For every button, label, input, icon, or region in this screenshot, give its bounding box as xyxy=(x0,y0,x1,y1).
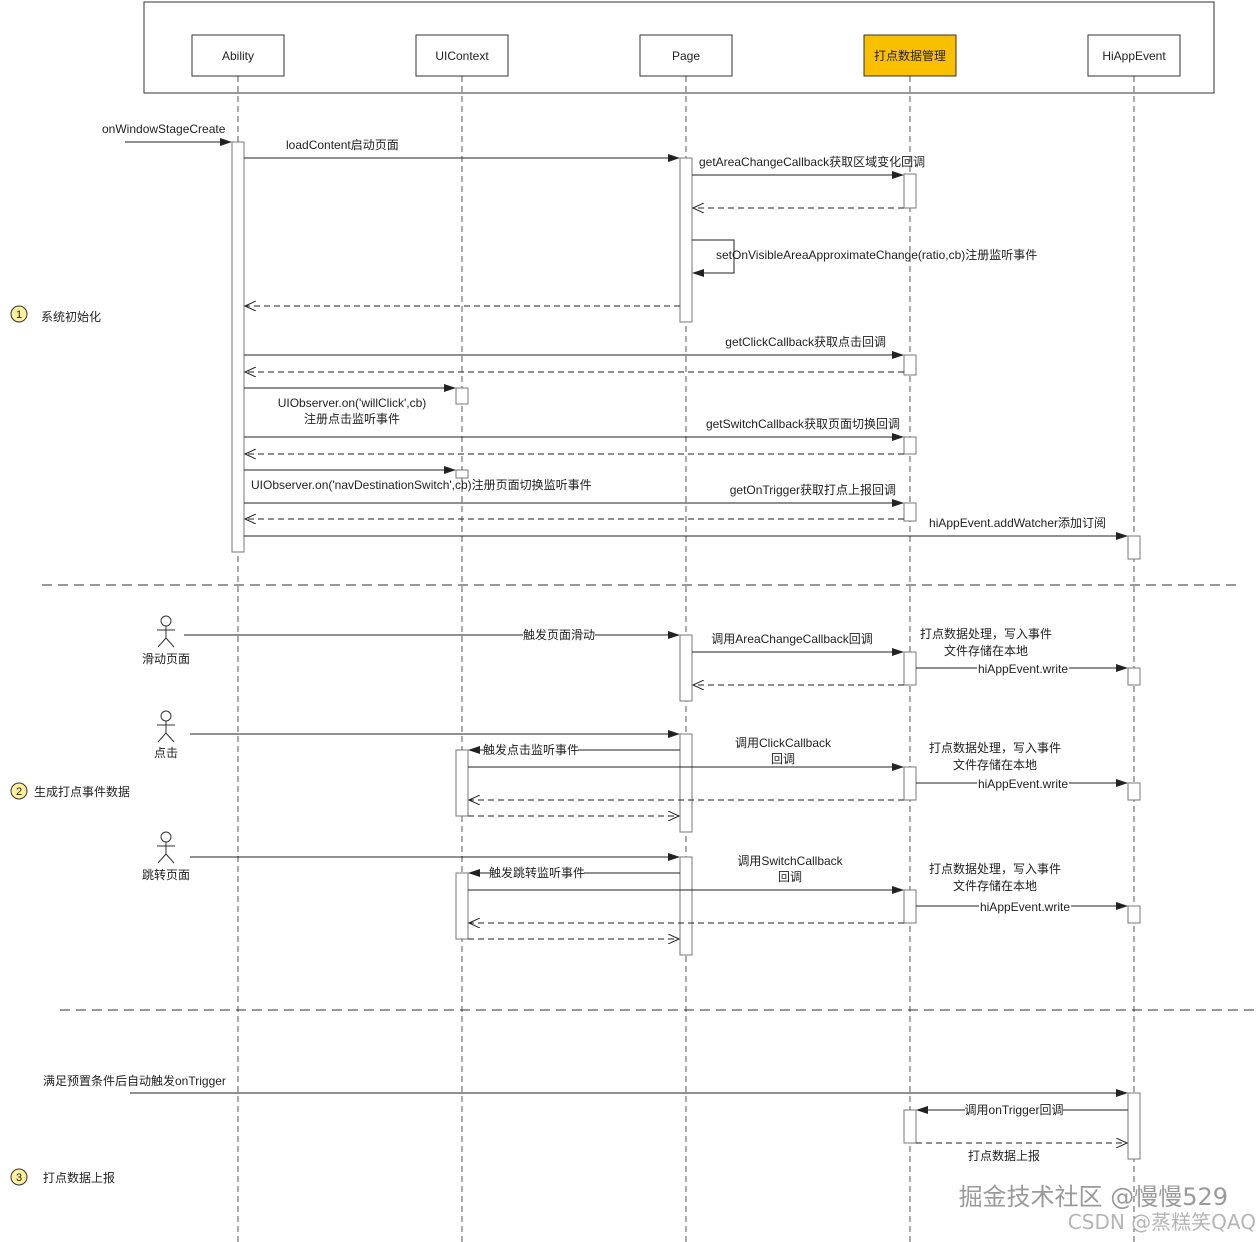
message-label: 回调 xyxy=(778,870,802,884)
phase-1: 1 系统初始化 xyxy=(10,305,101,324)
message-labels: onWindowStageCreate loadContent启动页面 getA… xyxy=(43,122,1106,1163)
activation-uicontext xyxy=(455,749,469,817)
activation-dotmgr xyxy=(903,889,917,924)
message-label: onWindowStageCreate xyxy=(102,122,226,136)
activation-dotmgr xyxy=(903,651,917,686)
svg-text:3: 3 xyxy=(16,1172,22,1184)
participant-label: Ability xyxy=(222,49,254,63)
phase-label: 打点数据上报 xyxy=(43,1170,115,1185)
activation-hiappevent xyxy=(1127,1092,1141,1160)
person-icon xyxy=(160,831,172,843)
message-label: getClickCallback获取点击回调 xyxy=(725,335,886,349)
message-label: 触发跳转监听事件 xyxy=(489,865,585,880)
svg-text:2: 2 xyxy=(16,786,22,798)
activation-hiappevent xyxy=(1127,905,1141,924)
activation-uicontext xyxy=(455,469,469,479)
self-call-arrow xyxy=(692,239,735,277)
phase-2: 2 生成打点事件数据 xyxy=(10,782,130,800)
activation-dotmgr xyxy=(903,354,917,376)
message-label: 文件存储在本地 xyxy=(944,643,1028,658)
phase-label: 系统初始化 xyxy=(41,310,101,324)
participant-label: Page xyxy=(672,49,700,63)
participant-page: Page xyxy=(639,34,733,77)
actor-jump xyxy=(157,831,175,864)
actor-label: 点击 xyxy=(154,746,178,760)
message-label: hiAppEvent.write xyxy=(978,777,1068,791)
activation-page xyxy=(679,733,693,833)
activation-dotmgr xyxy=(903,173,917,209)
participant-label: 打点数据管理 xyxy=(874,48,946,63)
activation-dotmgr xyxy=(903,436,917,455)
actor-label: 跳转页面 xyxy=(142,867,190,882)
messages-init xyxy=(125,138,1128,540)
message-label: UIObserver.on('willClick',cb) xyxy=(278,396,427,410)
message-label: hiAppEvent.addWatcher添加订阅 xyxy=(929,516,1106,530)
activation-page xyxy=(679,157,693,323)
message-label: 注册点击监听事件 xyxy=(304,411,400,426)
activation-uicontext xyxy=(455,872,469,940)
message-label: getOnTrigger获取打点上报回调 xyxy=(730,482,896,497)
message-label: getAreaChangeCallback获取区域变化回调 xyxy=(699,154,925,169)
actor-label: 滑动页面 xyxy=(142,652,190,666)
participant-label: UIContext xyxy=(435,49,489,63)
message-label: setOnVisibleAreaApproximateChange(ratio,… xyxy=(716,247,1037,262)
message-label: 触发点击监听事件 xyxy=(483,742,579,757)
message-label: 打点数据处理，写入事件 xyxy=(929,740,1061,755)
message-label: UIObserver.on('navDestinationSwitch',cb)… xyxy=(251,477,592,492)
person-icon xyxy=(160,710,172,722)
actor-scroll xyxy=(157,615,175,648)
message-label: 打点数据处理，写入事件 xyxy=(920,626,1052,641)
message-label: 调用onTrigger回调 xyxy=(965,1103,1064,1117)
message-label: 文件存储在本地 xyxy=(953,757,1037,772)
activation-page xyxy=(679,856,693,956)
message-label: hiAppEvent.write xyxy=(978,662,1068,676)
activation-dotmgr xyxy=(903,502,917,522)
message-label: 调用SwitchCallback xyxy=(737,854,843,868)
activation-hiappevent xyxy=(1127,535,1141,560)
phase-3: 3 打点数据上报 xyxy=(10,1168,115,1186)
message-label: 文件存储在本地 xyxy=(953,878,1037,893)
message-label: getSwitchCallback获取页面切换回调 xyxy=(706,417,900,431)
activation-hiappevent xyxy=(1127,782,1141,801)
activation-page xyxy=(679,634,693,702)
participant-hiappevent: HiAppEvent xyxy=(1087,34,1181,77)
watermark: CSDN @蒸糕笑QAQ xyxy=(1068,1210,1256,1234)
activation-hiappevent xyxy=(1127,667,1141,686)
message-label: loadContent启动页面 xyxy=(286,138,399,152)
messages-report xyxy=(130,1089,1128,1143)
message-label: 打点数据处理，写入事件 xyxy=(929,861,1061,876)
person-icon xyxy=(160,615,172,627)
message-label: 打点数据上报 xyxy=(968,1148,1040,1163)
message-label: 回调 xyxy=(771,752,795,766)
participant-dotmgr: 打点数据管理 xyxy=(863,34,957,77)
phase-label: 生成打点事件数据 xyxy=(34,784,130,799)
activation-uicontext xyxy=(455,387,469,405)
participant-uicontext: UIContext xyxy=(415,34,509,77)
message-label: 满足预置条件后自动触发onTrigger xyxy=(43,1073,226,1088)
actor-click xyxy=(157,710,175,743)
activation-dotmgr xyxy=(903,766,917,801)
activation-ability xyxy=(231,141,245,553)
activations xyxy=(231,141,1141,1160)
message-label: 调用ClickCallback xyxy=(735,736,832,750)
participants-frame xyxy=(143,1,1215,94)
message-label: hiAppEvent.write xyxy=(980,900,1070,914)
activation-dotmgr xyxy=(903,1109,917,1144)
participant-label: HiAppEvent xyxy=(1102,49,1166,63)
watermark: 掘金技术社区 @慢慢529 xyxy=(959,1183,1228,1211)
message-label: 触发页面滑动 xyxy=(523,627,595,642)
message-label: 调用AreaChangeCallback回调 xyxy=(711,632,872,646)
participant-ability: Ability xyxy=(191,34,285,77)
svg-text:1: 1 xyxy=(16,309,22,321)
